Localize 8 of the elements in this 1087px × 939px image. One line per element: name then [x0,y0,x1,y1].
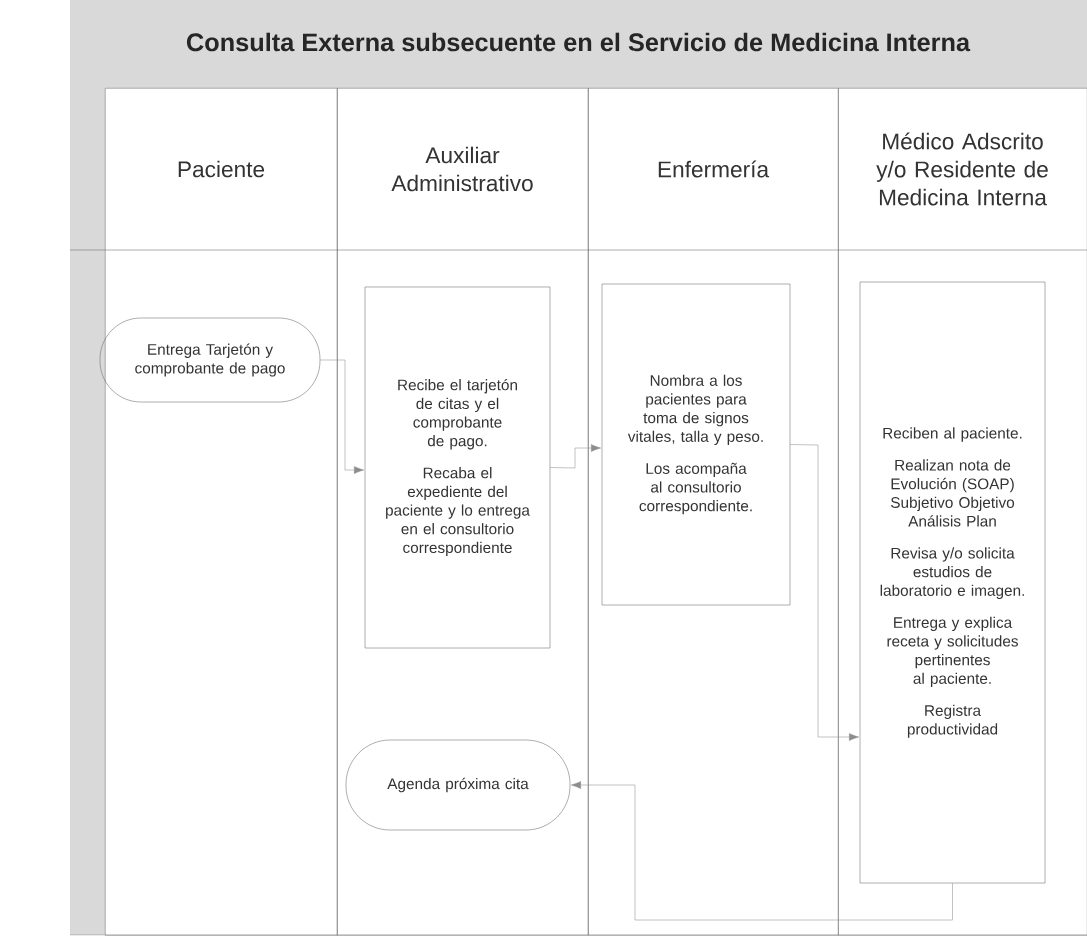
title-band: Consulta Externa subsecuente en el Servicio de Medicina Interna [70,0,1087,88]
arrow [790,444,859,741]
arrow [550,444,601,469]
arrow [320,359,364,474]
arrow [571,781,953,921]
process-box: Reciben al paciente. Realizan nota de Evolución (SOAP) Subjetivo Objetivo Análisis Plan Revisa y/o solicita estudios de laboratorio e imagen. Entrega y explica receta y solicitudes pertinentes al paciente. Registra productividad [859,281,1046,884]
process-box: Recibe el tarjetón de citas y el comprobante de pago. Recaba el expediente del paciente y lo entrega en el consultorio correspondiente [364,286,551,649]
process-box: Nombra a los pacientes para toma de signos vitales, talla y peso. Los acompaña al consultorio correspondiente. [601,283,791,606]
